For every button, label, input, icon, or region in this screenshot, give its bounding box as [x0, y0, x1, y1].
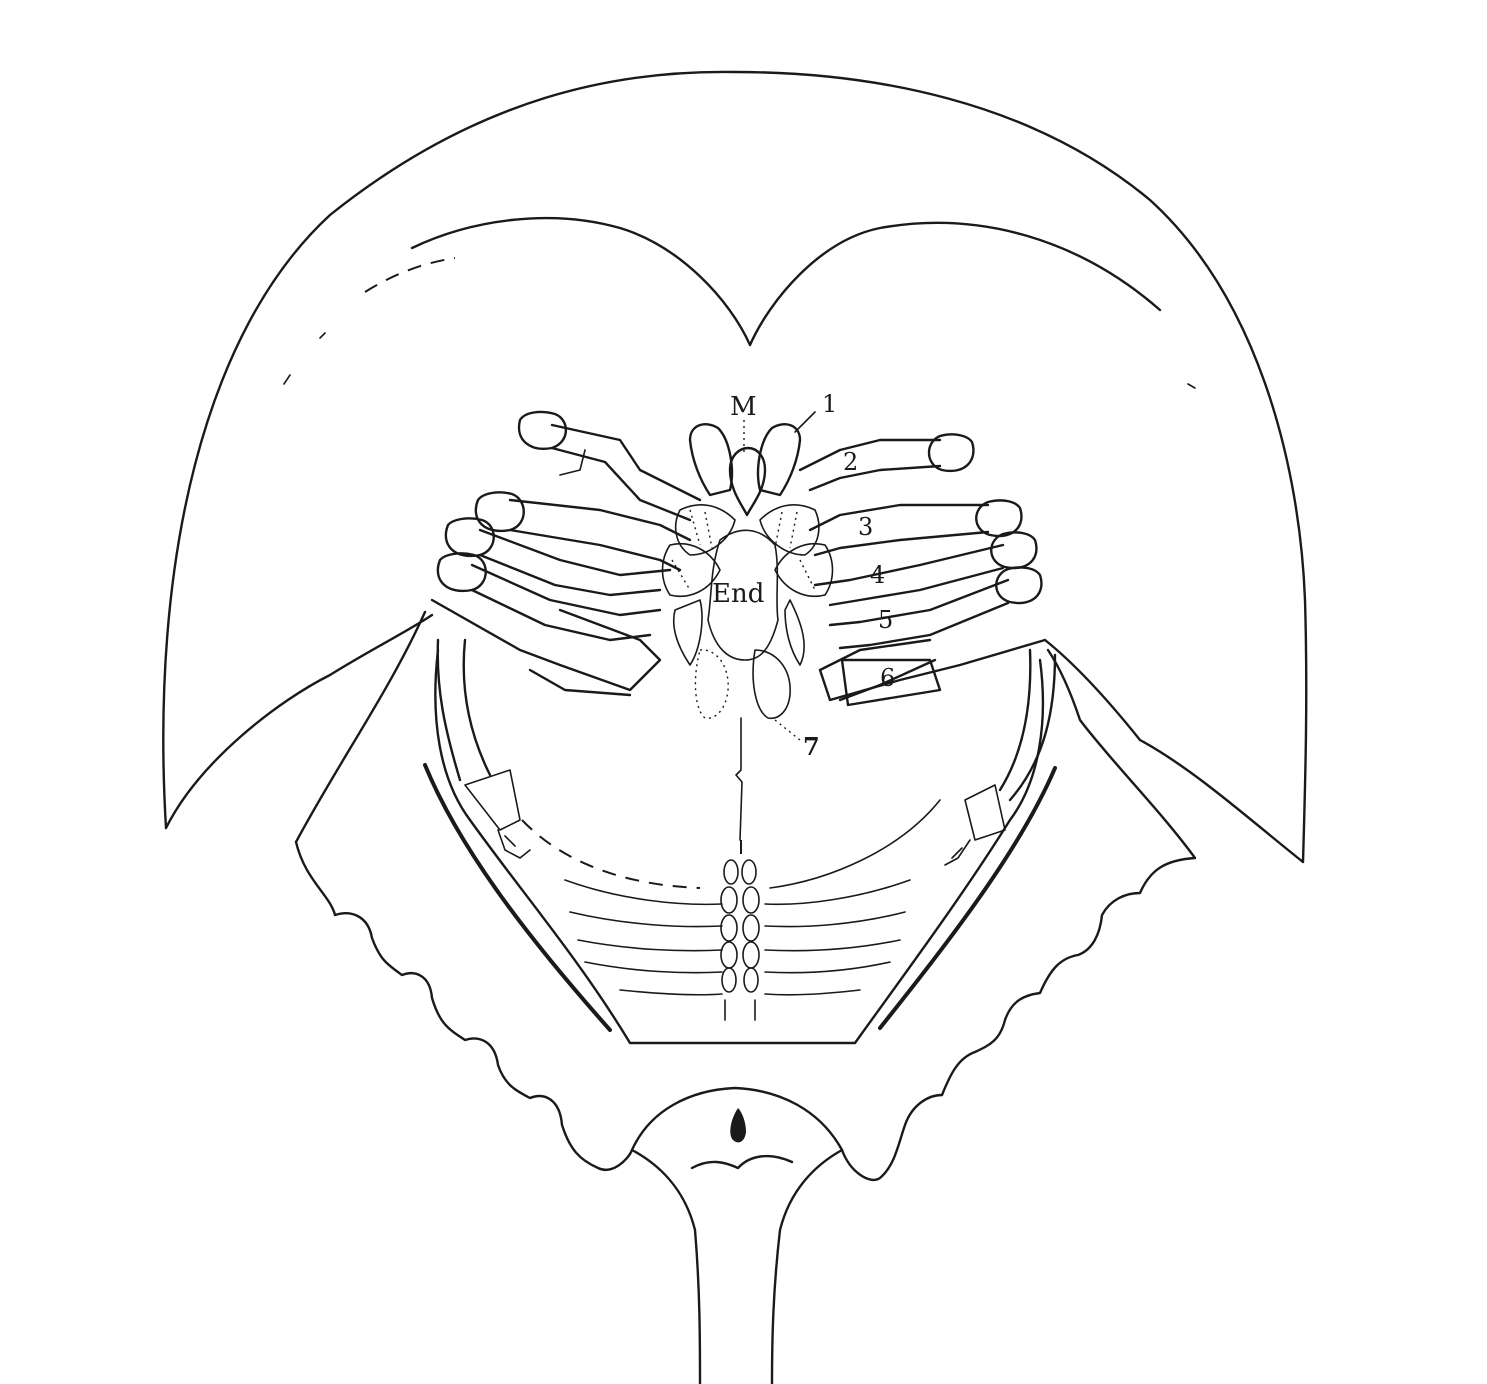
label-leg-6: 6 — [880, 664, 895, 692]
gill-lamella-right-1 — [765, 880, 910, 904]
label-mouth: M — [730, 392, 757, 422]
gill-lamella-left-4 — [585, 962, 722, 973]
leg-7-pointer — [775, 720, 800, 740]
chilarium-right — [753, 650, 790, 718]
carapace-tick-b — [284, 375, 290, 384]
median-ridge — [721, 718, 759, 1020]
carapace-tick-a — [320, 333, 325, 338]
anal-fold — [692, 1156, 792, 1168]
telson-left-edge — [632, 1150, 700, 1384]
label-leg-7: 7 — [803, 732, 820, 761]
label-leg-4: 4 — [870, 561, 885, 589]
gill-lamella-left-2 — [570, 912, 722, 927]
chilarium-left — [695, 650, 728, 718]
leg-7-left-stalk-b — [464, 640, 490, 775]
leg-7-left-tip — [465, 770, 530, 858]
gill-lamella-right-5 — [765, 990, 860, 995]
label-leg-1: 1 — [822, 390, 837, 418]
carapace-inner-fold — [166, 615, 432, 828]
gill-arc-left-top — [522, 820, 700, 888]
gill-arc-right-top — [770, 800, 940, 888]
label-endosternite: End — [712, 579, 764, 609]
gill-lamella-left-1 — [565, 880, 722, 904]
cardiac-lobes — [412, 218, 1160, 345]
carapace-outline — [163, 72, 1306, 862]
gill-plate-outline — [435, 650, 1043, 1043]
leg-7-right-stalk — [1000, 650, 1030, 790]
gill-lamella-right-4 — [765, 962, 890, 973]
left-legs — [432, 412, 700, 695]
chelicera-left — [690, 424, 732, 495]
label-leg-3: 3 — [858, 513, 873, 541]
label-leg-2: 2 — [843, 448, 858, 476]
carapace-dash-left — [365, 258, 455, 292]
anus-mark — [730, 1108, 746, 1142]
leg-1-pointer — [795, 412, 815, 432]
leg-7-left-stalk — [438, 640, 460, 780]
gill-lamella-right-2 — [765, 912, 905, 927]
telson-right-edge — [772, 1150, 842, 1384]
carapace-tick-c — [1188, 384, 1195, 388]
leg-7-right-tip — [945, 785, 1005, 865]
gill-lamella-left-3 — [578, 940, 722, 951]
label-leg-5: 5 — [878, 606, 893, 634]
gill-lamella-left-5 — [620, 990, 722, 995]
gill-lamella-right-3 — [765, 940, 900, 951]
opisthosoma-outline — [296, 612, 1195, 1180]
